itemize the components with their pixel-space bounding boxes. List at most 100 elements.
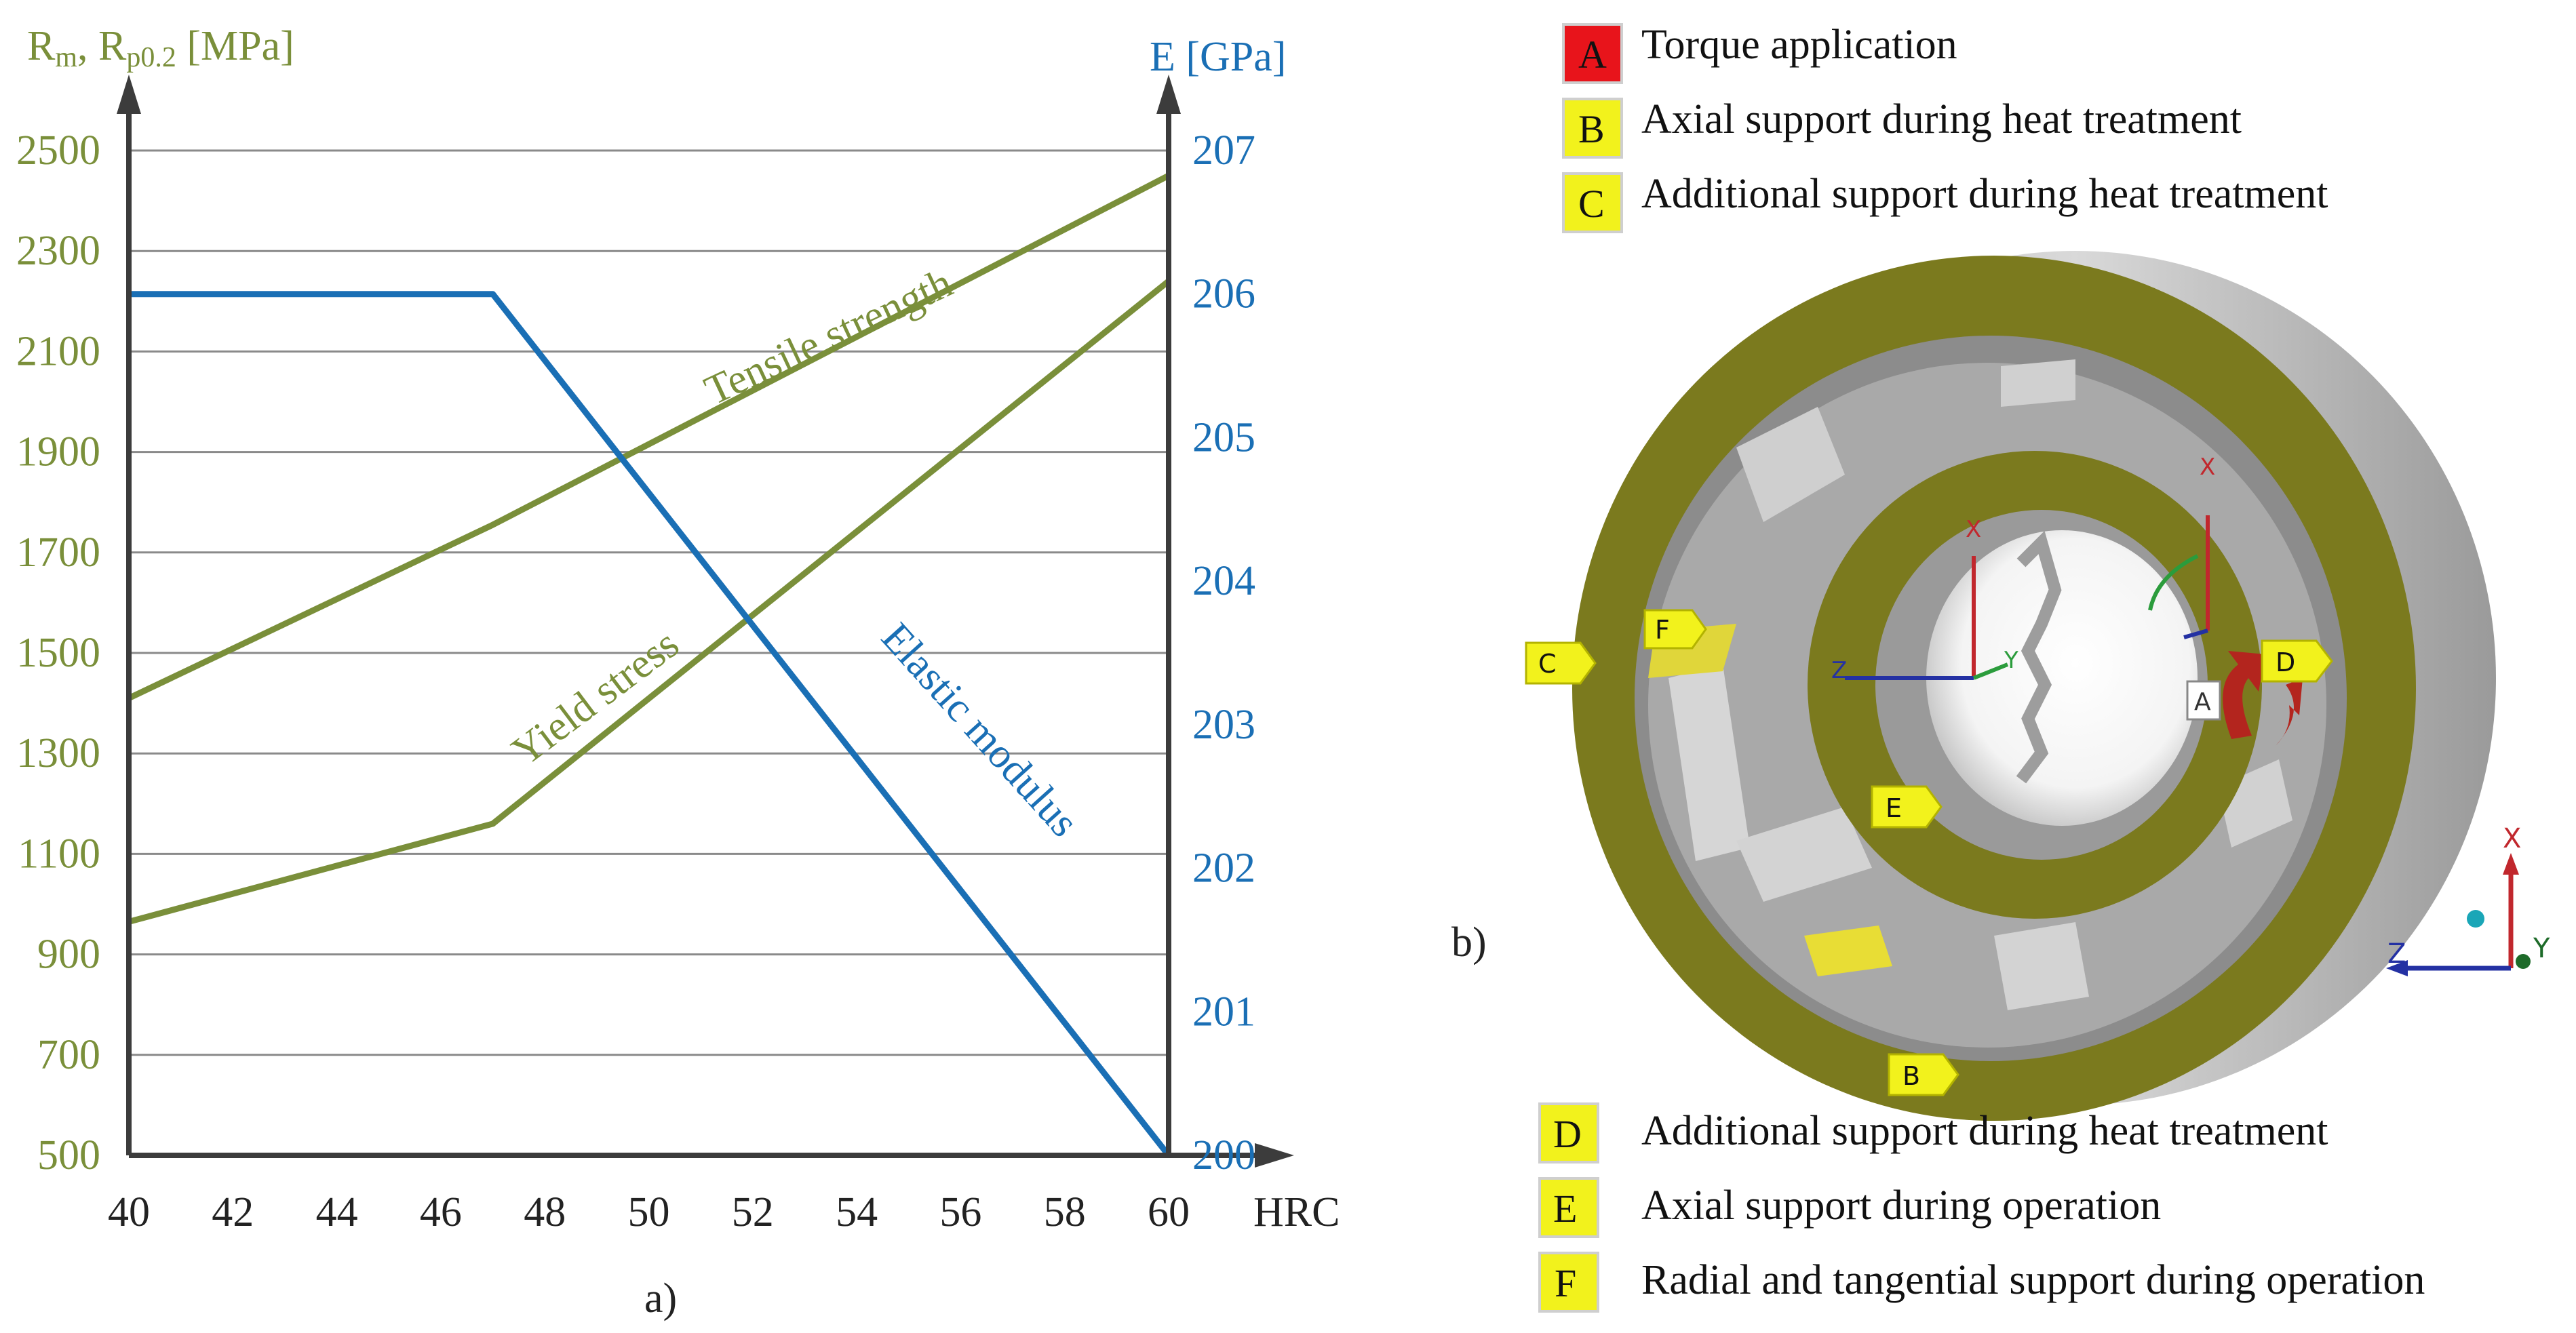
right-tick-label: 203 xyxy=(1192,702,1255,748)
legend-top: A Torque application B Axial support dur… xyxy=(1562,22,2328,233)
svg-text:C: C xyxy=(1578,182,1605,226)
model-tag-f: F xyxy=(1643,609,1707,650)
right-tick-label: 207 xyxy=(1192,127,1255,174)
right-tick-label: 206 xyxy=(1192,271,1255,317)
legend-item-a: A Torque application xyxy=(1562,22,1957,84)
x-axis-arrow xyxy=(1255,1143,1294,1168)
svg-text:Axial support during operation: Axial support during operation xyxy=(1641,1182,2161,1229)
right-axis-arrow xyxy=(1156,75,1181,114)
internal-spline xyxy=(2016,530,2062,784)
model-tag-a: A xyxy=(2186,680,2221,721)
panel-label-a: a) xyxy=(644,1275,677,1321)
support-patch-lower xyxy=(1804,926,1892,976)
svg-text:D: D xyxy=(1553,1112,1582,1156)
x-axis-title: HRC xyxy=(1253,1189,1340,1235)
svg-text:A: A xyxy=(2194,688,2211,716)
series-layer xyxy=(128,173,1171,1157)
axis-x-marker-2: X xyxy=(2200,454,2215,481)
right-tick-label: 201 xyxy=(1192,989,1255,1035)
torque-arrow-icon-right xyxy=(2276,678,2303,746)
left-tick-labels: 500 700 900 1100 1300 1500 1700 1900 2100 2300 250… xyxy=(16,127,100,1178)
series-line-tensile-strength xyxy=(128,173,1171,701)
legend-item-b: B Axial support during heat treatment xyxy=(1562,96,2242,159)
legend-item-d: D Additional support during heat treatme… xyxy=(1538,1102,2328,1163)
legend-bottom: D Additional support during heat treatme… xyxy=(1538,1102,2425,1313)
left-tick-label: 1500 xyxy=(16,630,100,676)
model-tag-b: B xyxy=(1888,1053,1959,1096)
model-tag-c: C xyxy=(1525,641,1597,685)
x-tick-label: 60 xyxy=(1148,1189,1190,1235)
svg-text:C: C xyxy=(1538,649,1557,679)
svg-text:F: F xyxy=(1555,1261,1576,1305)
legend-item-c: C Additional support during heat treatme… xyxy=(1562,171,2328,233)
svg-text:E: E xyxy=(1886,793,1902,823)
left-tick-label: 500 xyxy=(37,1132,100,1178)
axes xyxy=(126,108,1262,1158)
x-tick-label: 42 xyxy=(212,1189,254,1235)
x-tick-label: 54 xyxy=(836,1189,878,1235)
left-tick-label: 1700 xyxy=(16,530,100,576)
global-z-label: Z xyxy=(2387,938,2406,970)
pocket-upper xyxy=(2001,359,2075,407)
left-axis-arrow xyxy=(117,75,141,114)
global-triad xyxy=(2386,853,2531,976)
series-line-elastic-modulus xyxy=(129,291,1171,1157)
svg-text:E: E xyxy=(1553,1187,1577,1231)
series-line-yield-stress xyxy=(128,279,1171,925)
model-coordinate-markers xyxy=(1845,515,2210,680)
right-tick-label: 205 xyxy=(1192,414,1255,460)
left-tick-label: 1300 xyxy=(16,730,100,776)
svg-text:Torque application: Torque application xyxy=(1641,22,1957,68)
axis-x-marker-1: X xyxy=(1966,516,1981,543)
left-tick-label: 2300 xyxy=(16,228,100,274)
x-tick-label: 40 xyxy=(108,1189,150,1235)
right-tick-label: 200 xyxy=(1192,1132,1255,1178)
legend-item-f: F Radial and tangential support during o… xyxy=(1538,1252,2425,1313)
model-tag-e: E xyxy=(1871,785,1943,829)
left-tick-label: 2500 xyxy=(16,127,100,174)
right-tick-labels: 200 201 202 203 204 205 206 207 xyxy=(1192,127,1255,1178)
left-tick-label: 1100 xyxy=(18,831,100,877)
svg-text:Additional support during heat: Additional support during heat treatment xyxy=(1641,171,2328,217)
pocket-upper-left xyxy=(1736,407,1845,522)
svg-text:A: A xyxy=(1578,33,1607,77)
x-tick-labels: 40 42 44 46 48 50 52 54 56 58 60 xyxy=(108,1189,1190,1235)
left-axis-title: Rm, Rp0.2 [MPa] xyxy=(27,23,294,73)
right-tick-label: 202 xyxy=(1192,845,1255,892)
pocket-left xyxy=(1668,664,1750,861)
x-tick-label: 50 xyxy=(628,1189,670,1235)
pocket-lower xyxy=(1994,922,2089,1010)
legend-item-e: E Axial support during operation xyxy=(1538,1177,2161,1238)
pocket-lower-left xyxy=(1736,807,1872,902)
x-tick-label: 58 xyxy=(1044,1189,1086,1235)
axis-z-marker-1: Z xyxy=(1831,657,1847,684)
svg-text:D: D xyxy=(2276,648,2295,677)
model-tag-d: D xyxy=(2261,639,2333,683)
axis-y-marker-1: Y xyxy=(2004,647,2018,674)
svg-text:F: F xyxy=(1655,615,1670,645)
global-x-label: X xyxy=(2503,823,2521,854)
left-tick-label: 1900 xyxy=(16,429,100,475)
axis-arrows xyxy=(117,75,1294,1168)
svg-text:Additional support during heat: Additional support during heat treatment xyxy=(1641,1108,2328,1154)
x-tick-label: 56 xyxy=(939,1189,981,1235)
x-tick-label: 48 xyxy=(524,1189,566,1235)
gear-model xyxy=(1572,251,2496,1121)
torque-arrow-icon xyxy=(2223,651,2265,739)
x-tick-label: 52 xyxy=(732,1189,774,1235)
right-tick-label: 204 xyxy=(1192,558,1255,604)
left-tick-label: 700 xyxy=(37,1032,100,1078)
x-tick-label: 46 xyxy=(420,1189,462,1235)
svg-text:B: B xyxy=(1902,1061,1920,1091)
svg-text:Axial support during heat trea: Axial support during heat treatment xyxy=(1641,96,2242,142)
svg-text:B: B xyxy=(1578,107,1605,151)
global-y-label: Y xyxy=(2533,933,2550,964)
x-tick-label: 44 xyxy=(316,1189,358,1235)
svg-text:Radial and tangential support: Radial and tangential support during ope… xyxy=(1641,1257,2425,1303)
left-tick-label: 2100 xyxy=(16,328,100,374)
left-tick-label: 900 xyxy=(37,932,100,978)
panel-label-b: b) xyxy=(1451,919,1487,966)
bore xyxy=(1926,530,2198,826)
